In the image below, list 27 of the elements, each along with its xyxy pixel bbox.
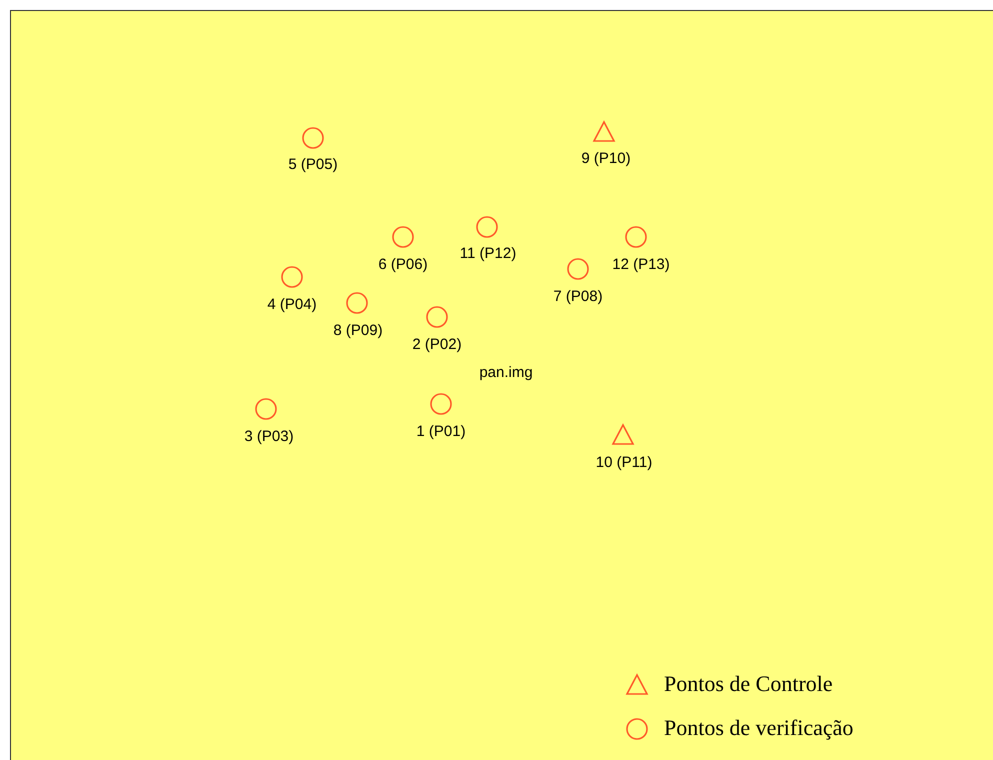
point-label: 4 (P04) [267,296,317,313]
circle-marker [345,291,369,315]
circle-marker [301,126,325,150]
legend-text: Pontos de verificação [664,715,854,741]
circle-marker [391,225,415,249]
point-label: 1 (P01) [416,423,466,440]
circle-marker [280,265,304,289]
circle-marker [254,397,278,421]
point-label: 5 (P05) [288,156,338,173]
point-label: 7 (P08) [553,288,603,305]
point-label: 3 (P03) [244,428,294,445]
point-label: 12 (P13) [612,256,670,273]
circle-marker [566,257,590,281]
legend-text: Pontos de Controle [664,671,833,697]
triangle-marker [592,120,616,144]
point-label: 10 (P11) [596,454,652,471]
point-label: 6 (P06) [378,256,428,273]
point-label: 8 (P09) [333,322,383,339]
circle-marker [425,305,449,329]
image-name-label: pan.img [479,364,533,381]
circle-marker [429,392,453,416]
circle-marker [475,215,499,239]
point-label: 2 (P02) [412,336,462,353]
triangle-marker [611,423,635,447]
point-label: 11 (P12) [460,245,516,262]
circle-marker [624,225,648,249]
point-label: 9 (P10) [581,150,631,167]
